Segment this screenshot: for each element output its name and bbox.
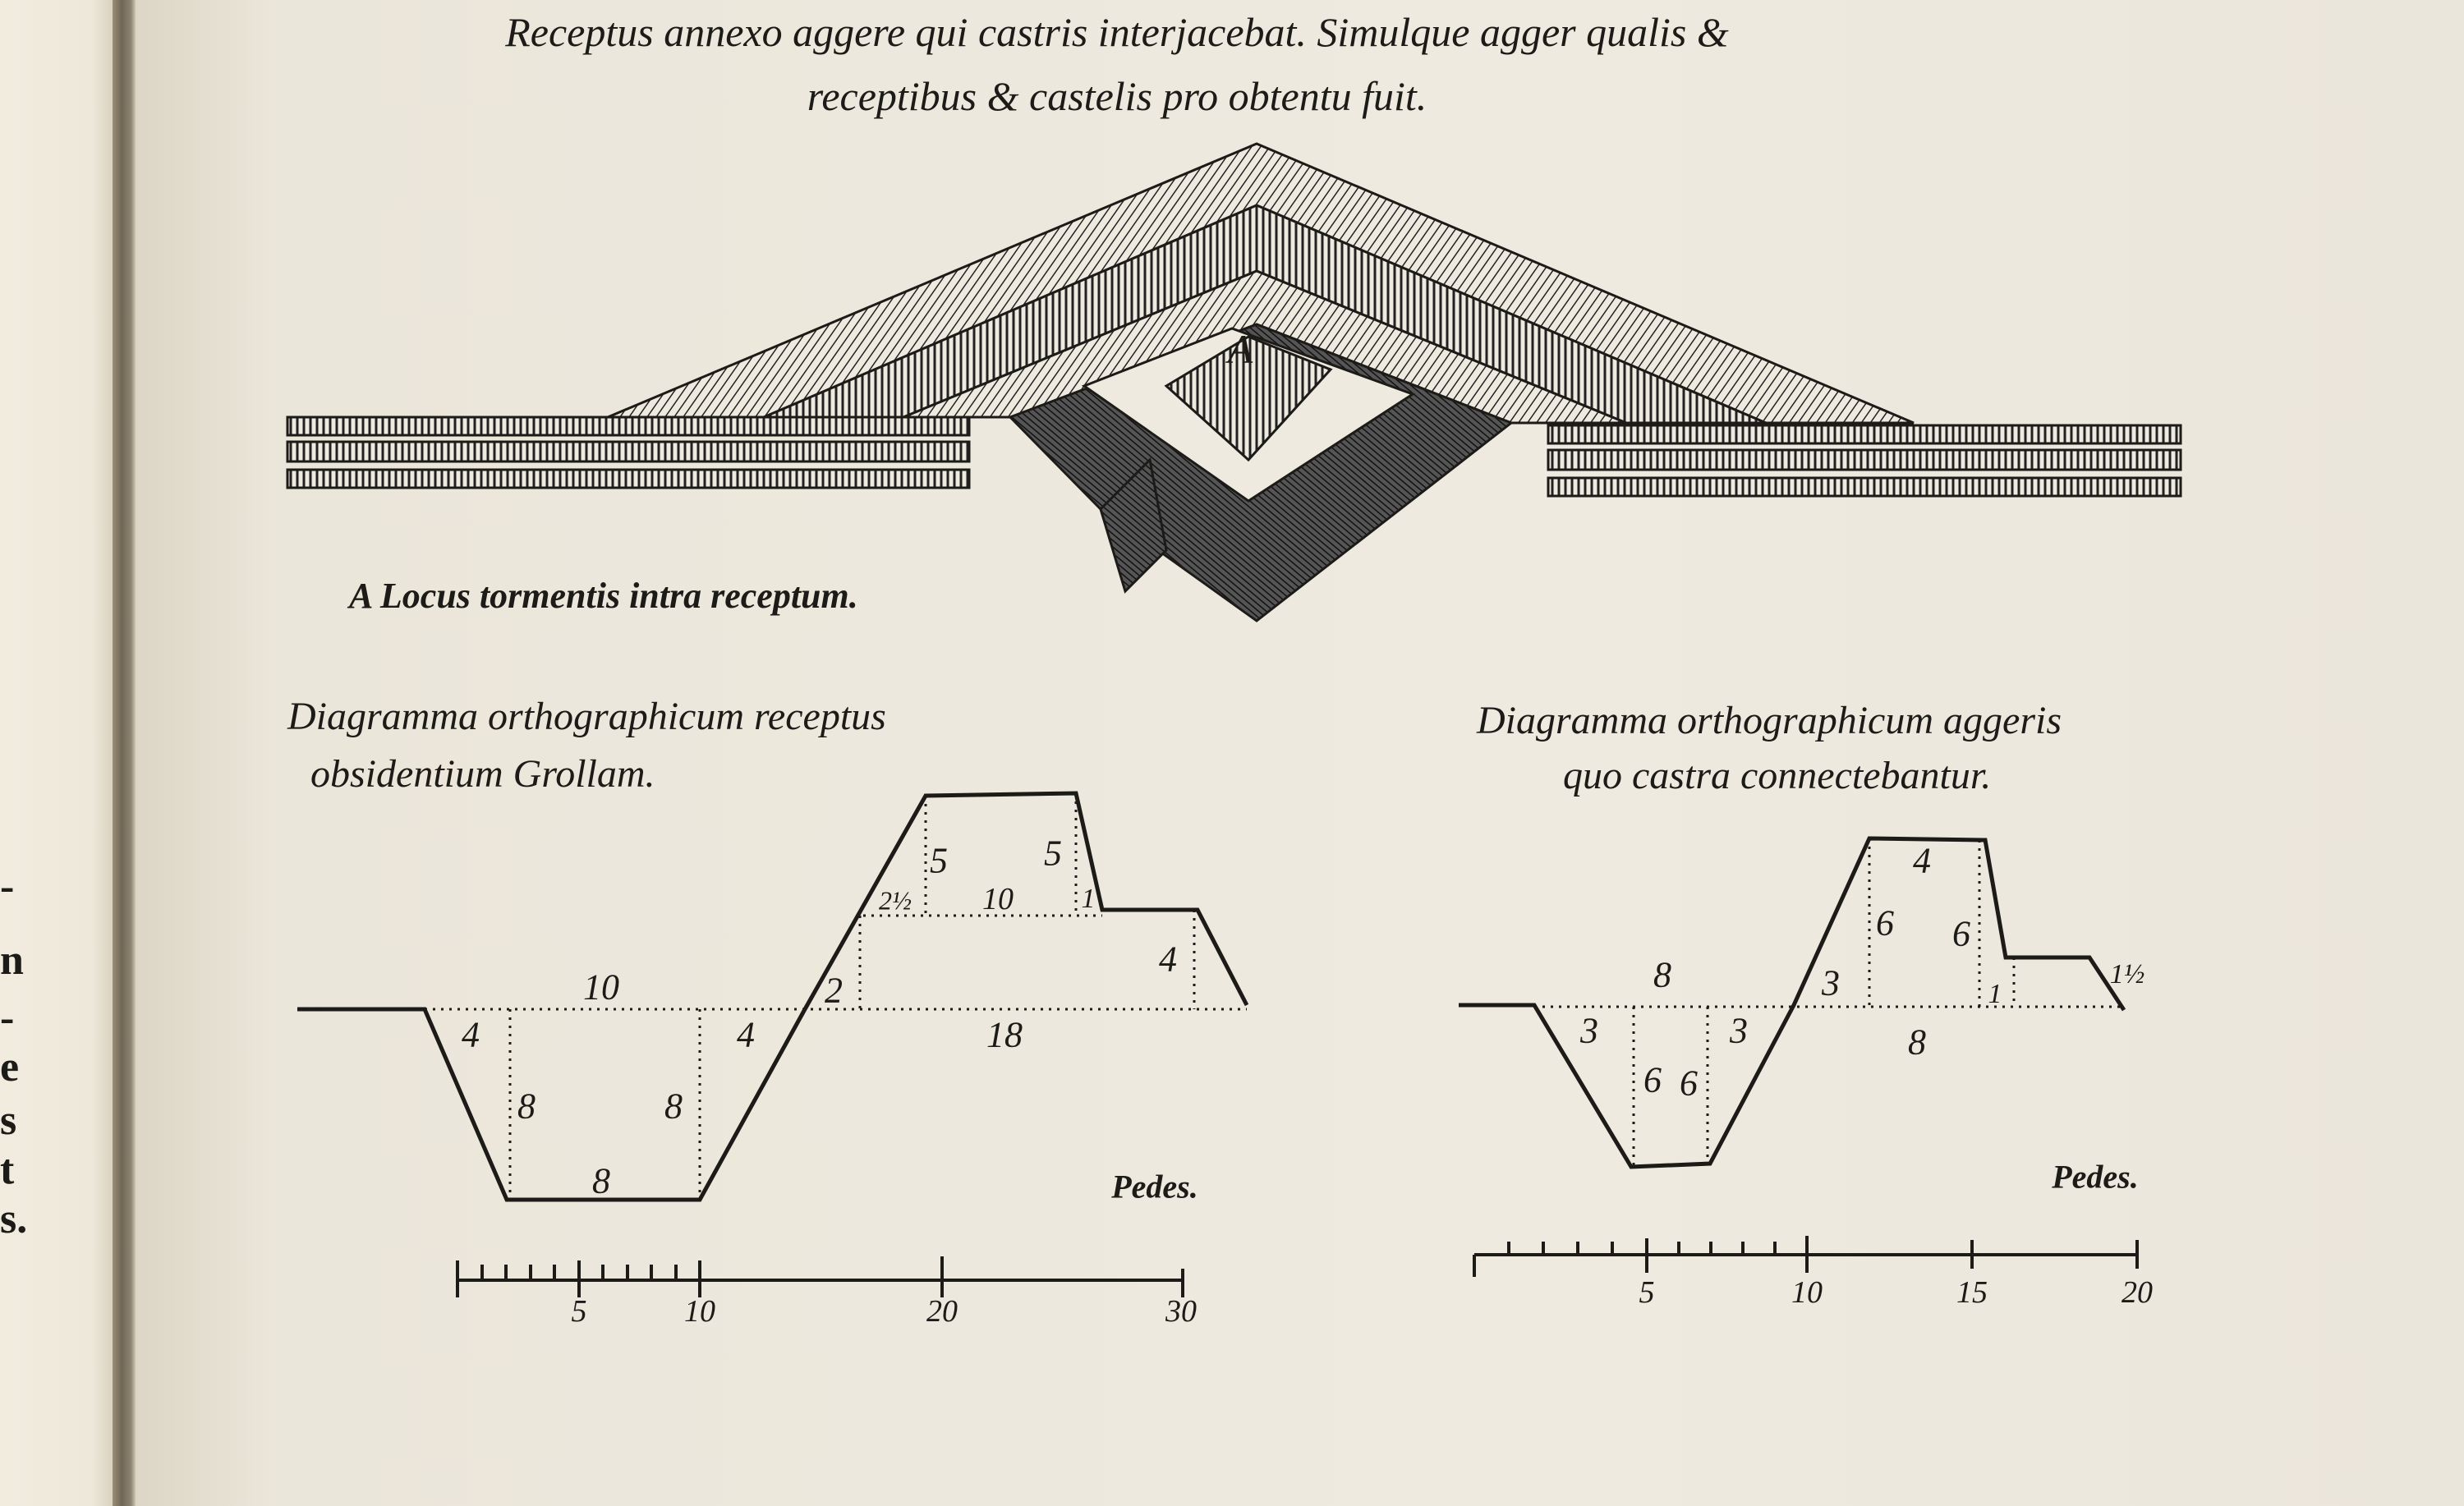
scale-tick-label: 20: [926, 1294, 958, 1329]
right-wall: [1547, 424, 2182, 498]
dimension-label: 5: [930, 840, 948, 881]
scale-tick-label: 5: [1639, 1275, 1655, 1310]
left-diagram-caption-1: Diagramma orthographicum receptus: [287, 695, 886, 738]
dimension-label: 5: [1044, 833, 1062, 874]
dimension-label: 18: [986, 1014, 1023, 1055]
dimension-label: 1: [1988, 979, 2002, 1009]
left-page-fragment: e: [0, 1044, 20, 1090]
dimension-label: 1½: [2109, 959, 2145, 989]
dimension-label: 2: [825, 970, 843, 1011]
scale-tick-label: 5: [571, 1294, 587, 1329]
dimension-label: 4: [737, 1014, 755, 1055]
marker-a: A: [1227, 326, 1253, 372]
fortification-legend: A Locus tormentis intra receptum.: [349, 576, 858, 616]
left-page-fragment: n: [0, 937, 24, 984]
dimension-label: 10: [982, 882, 1014, 916]
left-page-fragment: s.: [0, 1196, 28, 1242]
right-diagram-caption-1: Diagramma orthographicum aggeris: [1477, 699, 2062, 742]
dimension-label: 8: [517, 1086, 536, 1127]
right-diagram-caption-2: quo castra connectebantur.: [1563, 754, 1992, 797]
right-profile: [1459, 836, 2126, 1169]
dimension-label: 2½: [879, 885, 912, 916]
dimension-label: 6: [1952, 913, 1970, 954]
scale-tick-label: 15: [1956, 1275, 1988, 1310]
left-page-fragment: t: [0, 1146, 15, 1193]
dimension-label: 3: [1580, 1010, 1598, 1051]
scale-tick-label: 30: [1165, 1294, 1197, 1329]
title-line-1: Receptus annexo aggere qui castris inter…: [505, 9, 1729, 55]
dimension-label: 8: [664, 1086, 683, 1127]
left-scale-bar: [456, 1256, 1184, 1297]
dimension-label: 6: [1876, 902, 1894, 944]
dimension-label: 8: [1653, 954, 1671, 995]
book-gutter: [113, 0, 136, 1506]
dimension-label: 3: [1822, 962, 1840, 1003]
scale-tick-label: 10: [684, 1294, 715, 1329]
scale-tick-label: 20: [2122, 1275, 2153, 1310]
dimension-label: 8: [592, 1160, 610, 1201]
dimension-label: 4: [1159, 939, 1177, 980]
left-page-fragment: -: [0, 863, 15, 910]
dimension-label: 4: [462, 1014, 480, 1055]
gun-platform: [1164, 335, 1333, 462]
scale-tick-label: 10: [1791, 1275, 1823, 1310]
left-unit-label: Pedes.: [1111, 1168, 1198, 1205]
dimension-label: 4: [1913, 840, 1931, 881]
left-profile: [297, 791, 1249, 1202]
left-page-fragment: s: [0, 1097, 17, 1144]
dimension-label: 3: [1730, 1010, 1748, 1051]
right-unit-label: Pedes.: [2052, 1158, 2139, 1196]
left-wall: [286, 416, 971, 489]
left-page-edge: - n - e s t s.: [0, 0, 115, 1506]
left-diagram-caption-2: obsidentium Grollam.: [310, 752, 655, 796]
dimension-label: 8: [1908, 1022, 1926, 1063]
left-page-fragment: -: [0, 994, 15, 1041]
dimension-label: 6: [1643, 1059, 1662, 1100]
dimension-label: 6: [1680, 1063, 1698, 1104]
title-line-2: receptibus & castelis pro obtentu fuit.: [807, 73, 1427, 119]
dimension-label: 1: [1081, 884, 1096, 914]
right-scale-bar: [1473, 1236, 2139, 1277]
dimension-label: 10: [583, 967, 619, 1008]
